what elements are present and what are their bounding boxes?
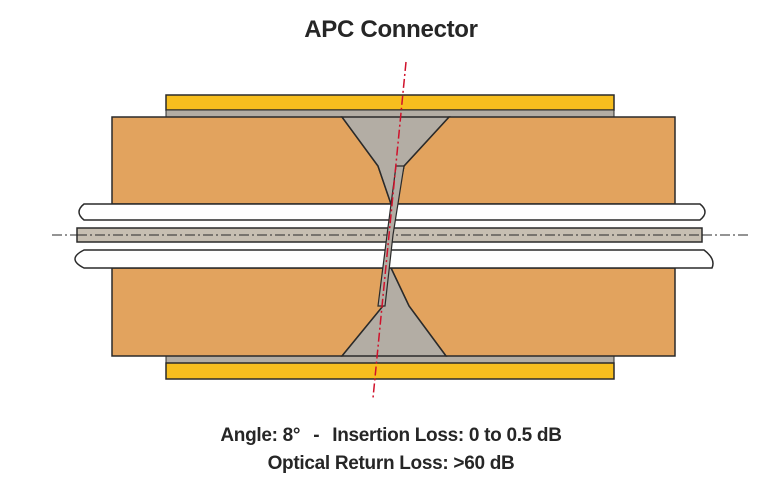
diagram-title: APC Connector	[304, 16, 478, 43]
caption-separator: -	[313, 425, 320, 446]
caption-return-loss: Optical Return Loss: >60 dB	[267, 453, 515, 474]
right-ferrule	[389, 116, 676, 357]
angle-value: 8°	[282, 425, 301, 446]
caption-angle-insertion-loss: Angle: 8° - Insertion Loss: 0 to 0.5 dB	[0, 425, 782, 447]
angle-label: Angle:	[220, 425, 278, 446]
insertion-loss-text: Insertion Loss: 0 to 0.5 dB	[332, 425, 562, 446]
angled-end-face	[377, 165, 405, 307]
top-alignment-sleeve	[165, 94, 615, 118]
angle-centerline	[372, 61, 407, 399]
bottom-alignment-sleeve	[165, 355, 615, 380]
